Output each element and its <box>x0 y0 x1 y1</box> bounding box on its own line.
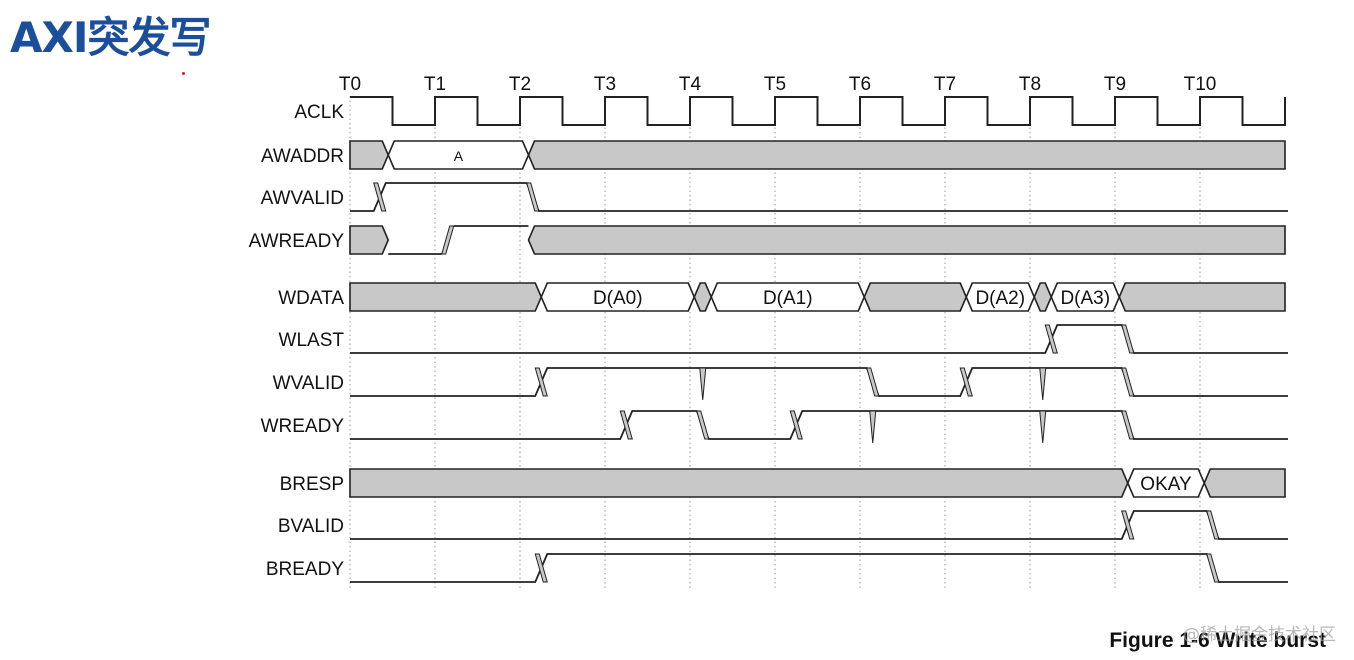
edge-bvalid <box>1206 510 1220 540</box>
bus-segment-wdata-1 <box>540 282 696 312</box>
figure-caption: Figure 1-6 Write burst <box>1109 629 1326 652</box>
bus-segment-wdata-2 <box>693 282 713 312</box>
time-label-t0: T0 <box>339 74 361 95</box>
bus-segment-wdata-4 <box>863 282 968 312</box>
time-label-t5: T5 <box>764 74 786 95</box>
signal-label-wvalid: WVALID <box>273 373 344 394</box>
edge-wready <box>789 410 803 440</box>
bus-segment-awready-0 <box>349 225 390 255</box>
time-label-t9: T9 <box>1104 74 1126 95</box>
bus-segment-bresp-2 <box>1203 468 1286 498</box>
waveform-aclk <box>350 96 1286 126</box>
bus-segment-wdata-8 <box>1118 282 1286 312</box>
edge-wlast <box>1044 324 1058 354</box>
waveform-wlast <box>350 324 1288 354</box>
waveform-bvalid <box>350 510 1288 540</box>
signal-label-awvalid: AWVALID <box>261 188 344 209</box>
signal-label-awready: AWREADY <box>249 231 345 252</box>
bus-segment-bresp-0 <box>349 468 1129 498</box>
bus-segment-awaddr-0 <box>349 140 390 170</box>
time-label-t7: T7 <box>934 74 956 95</box>
bus-label-bresp-1: OKAY <box>1140 474 1192 495</box>
bus-segment-wdata-3 <box>710 282 866 312</box>
waveform-wvalid <box>350 367 1288 397</box>
edge-wvalid <box>959 367 973 397</box>
page-title: AXI突发写 <box>10 13 212 62</box>
watermark: @稀土掘金技术社区 <box>1183 625 1336 645</box>
signal-label-wlast: WLAST <box>279 330 345 351</box>
edge-wvalid <box>1121 367 1135 397</box>
edge-awvalid <box>526 182 540 212</box>
signal-label-wready: WREADY <box>261 416 345 437</box>
waveform-bready <box>350 553 1288 583</box>
glitch-wvalid-0 <box>699 367 707 401</box>
signal-label-bvalid: BVALID <box>278 516 344 537</box>
bus-label-wdata-7: D(A3) <box>1060 288 1110 309</box>
bus-segment-wdata-7 <box>1050 282 1121 312</box>
glitch-wready-1 <box>1039 410 1047 444</box>
bus-segment-awready-1-edge <box>441 225 455 255</box>
signal-label-awaddr: AWADDR <box>261 146 344 167</box>
glitch-wvalid-1 <box>1039 367 1047 401</box>
bus-segment-wdata-6 <box>1033 282 1053 312</box>
edge-wready <box>696 410 710 440</box>
edge-bvalid <box>1121 510 1135 540</box>
bus-label-wdata-3: D(A1) <box>763 288 813 309</box>
time-label-t6: T6 <box>849 74 871 95</box>
bus-label-wdata-5: D(A2) <box>975 288 1025 309</box>
time-label-t1: T1 <box>424 74 446 95</box>
bus-segment-wdata-0 <box>349 282 543 312</box>
waveform-wready <box>350 410 1288 440</box>
bus-label-awaddr-1: A <box>454 148 464 164</box>
edge-wlast <box>1121 324 1135 354</box>
edge-wvalid <box>866 367 880 397</box>
waveform-awvalid <box>350 182 1288 212</box>
signal-label-bready: BREADY <box>266 559 344 580</box>
red-dot-marker <box>182 72 185 75</box>
time-label-t8: T8 <box>1019 74 1041 95</box>
bus-segment-wdata-5 <box>965 282 1036 312</box>
glitch-wready-0 <box>869 410 877 444</box>
bus-segment-awaddr-2 <box>527 140 1286 170</box>
signal-label-aclk: ACLK <box>294 102 344 123</box>
bus-segment-awready-3 <box>527 225 1286 255</box>
edge-awvalid <box>373 182 387 212</box>
edge-wready <box>619 410 633 440</box>
time-label-t4: T4 <box>679 74 702 95</box>
bus-label-wdata-1: D(A0) <box>593 288 643 309</box>
time-label-t3: T3 <box>594 74 616 95</box>
bus-segment-bresp-1 <box>1126 468 1206 498</box>
time-label-t2: T2 <box>509 74 531 95</box>
bus-segment-awaddr-1 <box>387 140 530 170</box>
time-label-t10: T10 <box>1184 74 1217 95</box>
edge-bready <box>534 553 548 583</box>
edge-bready <box>1206 553 1220 583</box>
signal-label-bresp: BRESP <box>280 474 344 495</box>
edge-wvalid <box>534 367 548 397</box>
edge-wready <box>1121 410 1135 440</box>
signal-label-wdata: WDATA <box>278 288 344 309</box>
